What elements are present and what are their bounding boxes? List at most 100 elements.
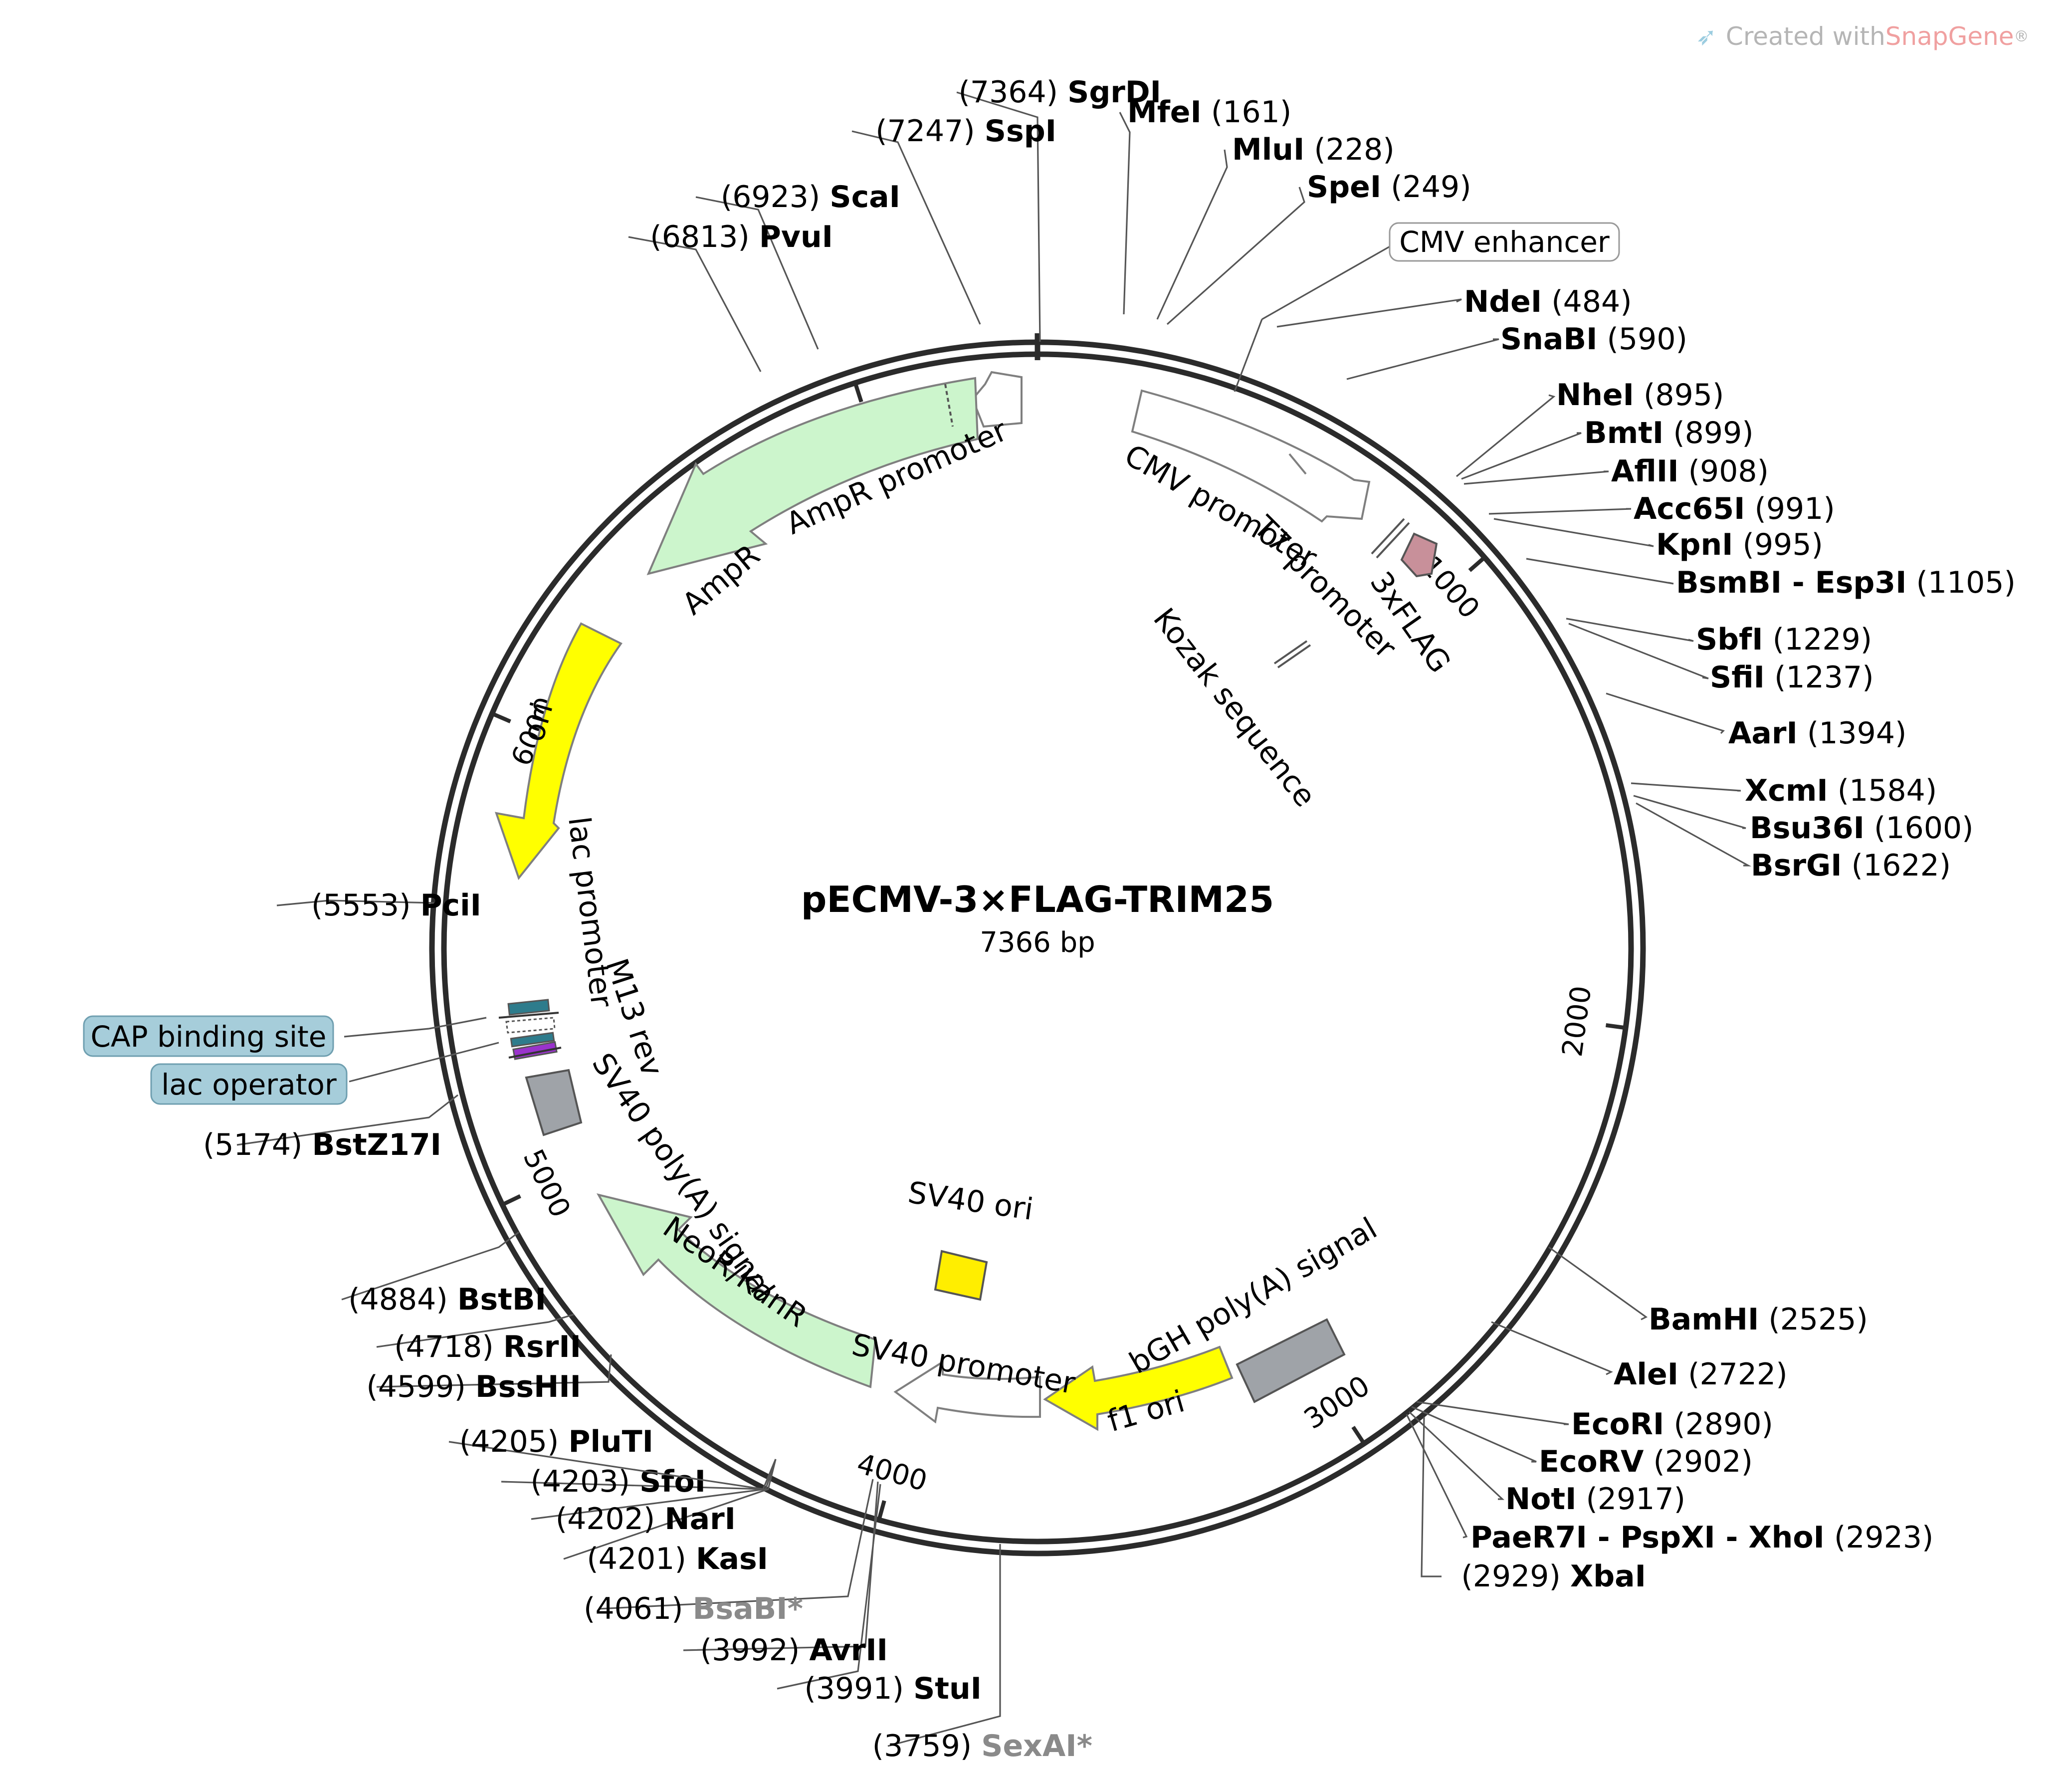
enzyme-label: (4203) SfoI [531,1464,706,1499]
enzyme-position: (995) [1733,527,1823,562]
lac-operator-leader [349,1042,499,1083]
enzyme-label: BsrGI (1622) [1751,848,1951,883]
enzyme-position: (228) [1304,132,1394,167]
tick-label: 5000 [517,1144,577,1223]
enzyme-name: MfeI [1127,95,1202,130]
enzyme-position: (2890) [1664,1407,1773,1442]
enzyme-position: (3991) [804,1671,913,1706]
feature-group [494,371,1438,1431]
cap-binding-box [83,1015,334,1057]
enzyme-name: SexAI* [981,1729,1092,1764]
enzyme-position: (5553) [311,888,420,923]
enzyme-name: XcmI [1745,773,1828,808]
enzyme-position: (2923) [1825,1520,1934,1555]
ampr-arrow [646,377,979,575]
enzyme-leader [683,1481,879,1651]
enzyme-label: (2929) XbaI [1461,1559,1646,1594]
enzyme-name: MluI [1232,132,1304,167]
enzyme-label: BsmBI - Esp3I (1105) [1676,565,2016,600]
enzyme-name: RsrII [503,1329,581,1364]
enzyme-position: (1600) [1865,811,1974,846]
enzyme-label: PaeR7I - PspXI - XhoI (2923) [1470,1520,1933,1555]
tick-mark [1351,1426,1366,1445]
enzyme-leader [1346,338,1499,380]
enzyme-name: EcoRI [1571,1407,1664,1442]
lac-operator-box [150,1063,348,1105]
enzyme-leader [376,1354,612,1388]
enzyme-leader [236,1094,458,1146]
enzyme-label: AflII (908) [1611,454,1769,489]
enzyme-position: (4599) [366,1369,475,1404]
enzyme-leader [1455,394,1556,477]
enzyme-name: StuI [913,1671,982,1706]
enzyme-position: (484) [1542,284,1632,319]
sv40-ori-label: SV40 ori [906,1175,1036,1227]
enzyme-position: (2902) [1644,1444,1753,1479]
enzyme-label: (4884) BstBI [348,1282,546,1317]
cap-binding-leader [428,1017,487,1030]
enzyme-leader [448,1441,777,1490]
enzyme-position: (991) [1745,491,1835,526]
enzyme-name: AarI [1728,716,1798,751]
enzyme-label: (5553) PciI [311,888,481,923]
enzyme-leader [1568,623,1709,679]
watermark-suffix: ® [2014,27,2029,45]
watermark-prefix: Created with [1725,22,1885,51]
enzyme-leader [1119,112,1131,315]
ori-arrow [494,622,622,881]
cmv-promoter-arrow [1131,389,1371,523]
enzyme-label: AarI (1394) [1728,716,1906,751]
enzyme-labels: (7364) SgrDI(7247) SspI(6923) ScaI(6813)… [203,75,2016,1764]
enzyme-position: (1584) [1828,773,1937,808]
enzyme-leader [1421,1416,1442,1577]
enzyme-position: (4202) [556,1502,665,1537]
sv40-polya-block [525,1069,583,1136]
enzyme-label: XcmI (1584) [1745,773,1937,808]
enzyme-name: BsmBI - Esp3I [1676,565,1906,600]
enzyme-name: PaeR7I - PspXI - XhoI [1470,1520,1825,1555]
enzyme-position: (1105) [1906,565,2016,600]
enzyme-leader [1633,795,1746,829]
enzyme-position: (4205) [459,1424,569,1459]
enzyme-leader [1631,782,1741,792]
enzyme-position: (7364) [959,75,1068,110]
enzyme-name: BstZ17I [312,1127,441,1162]
enzyme-label: NdeI (484) [1464,284,1632,319]
enzyme-label: (6923) ScaI [721,180,900,215]
t7-promoter-mark-2 [1376,522,1410,559]
enzyme-label: AleI (2722) [1614,1357,1788,1392]
enzyme-leader [628,236,762,372]
ampr-dotted [944,384,954,427]
enzyme-label: MfeI (161) [1127,95,1291,130]
enzyme-position: (6923) [721,180,830,215]
neo-kan-arrow [597,1193,877,1388]
f1-ori-arrow [1043,1345,1234,1431]
enzyme-position: (2917) [1576,1482,1685,1517]
enzyme-leader [341,1231,519,1301]
tick-label: 2000 [1556,984,1598,1059]
enzyme-position: (4203) [531,1464,640,1499]
enzyme-position: (4201) [587,1542,696,1576]
enzyme-leader [1416,1401,1569,1425]
enzyme-name: SfoI [639,1464,706,1499]
enzyme-name: NheI [1556,378,1634,413]
enzyme-leader [598,1479,874,1610]
enzyme-label: BamHI (2525) [1649,1302,1868,1337]
enzyme-leader [276,899,434,906]
enzyme-position: (161) [1202,95,1291,130]
lac-line-1 [498,1012,559,1019]
enzyme-name: PciI [420,888,481,923]
enzyme-label: (4202) NarI [556,1502,736,1537]
enzyme-leader [887,1544,1001,1747]
bgh-polya-block [1236,1318,1346,1403]
enzyme-label: BmtI (899) [1584,416,1754,450]
enzyme-leader [1566,618,1694,642]
enzyme-label: KpnI (995) [1656,527,1823,562]
enzyme-name: SspI [985,114,1056,149]
enzyme-leader [1526,558,1674,585]
enzyme-leader [1166,187,1305,325]
boxed-labels: CMV enhancer CAP binding site lac operat… [83,222,1620,1105]
lac-line-2 [508,1047,562,1059]
enzyme-name: KasI [696,1542,768,1576]
enzyme-leader [695,196,819,350]
